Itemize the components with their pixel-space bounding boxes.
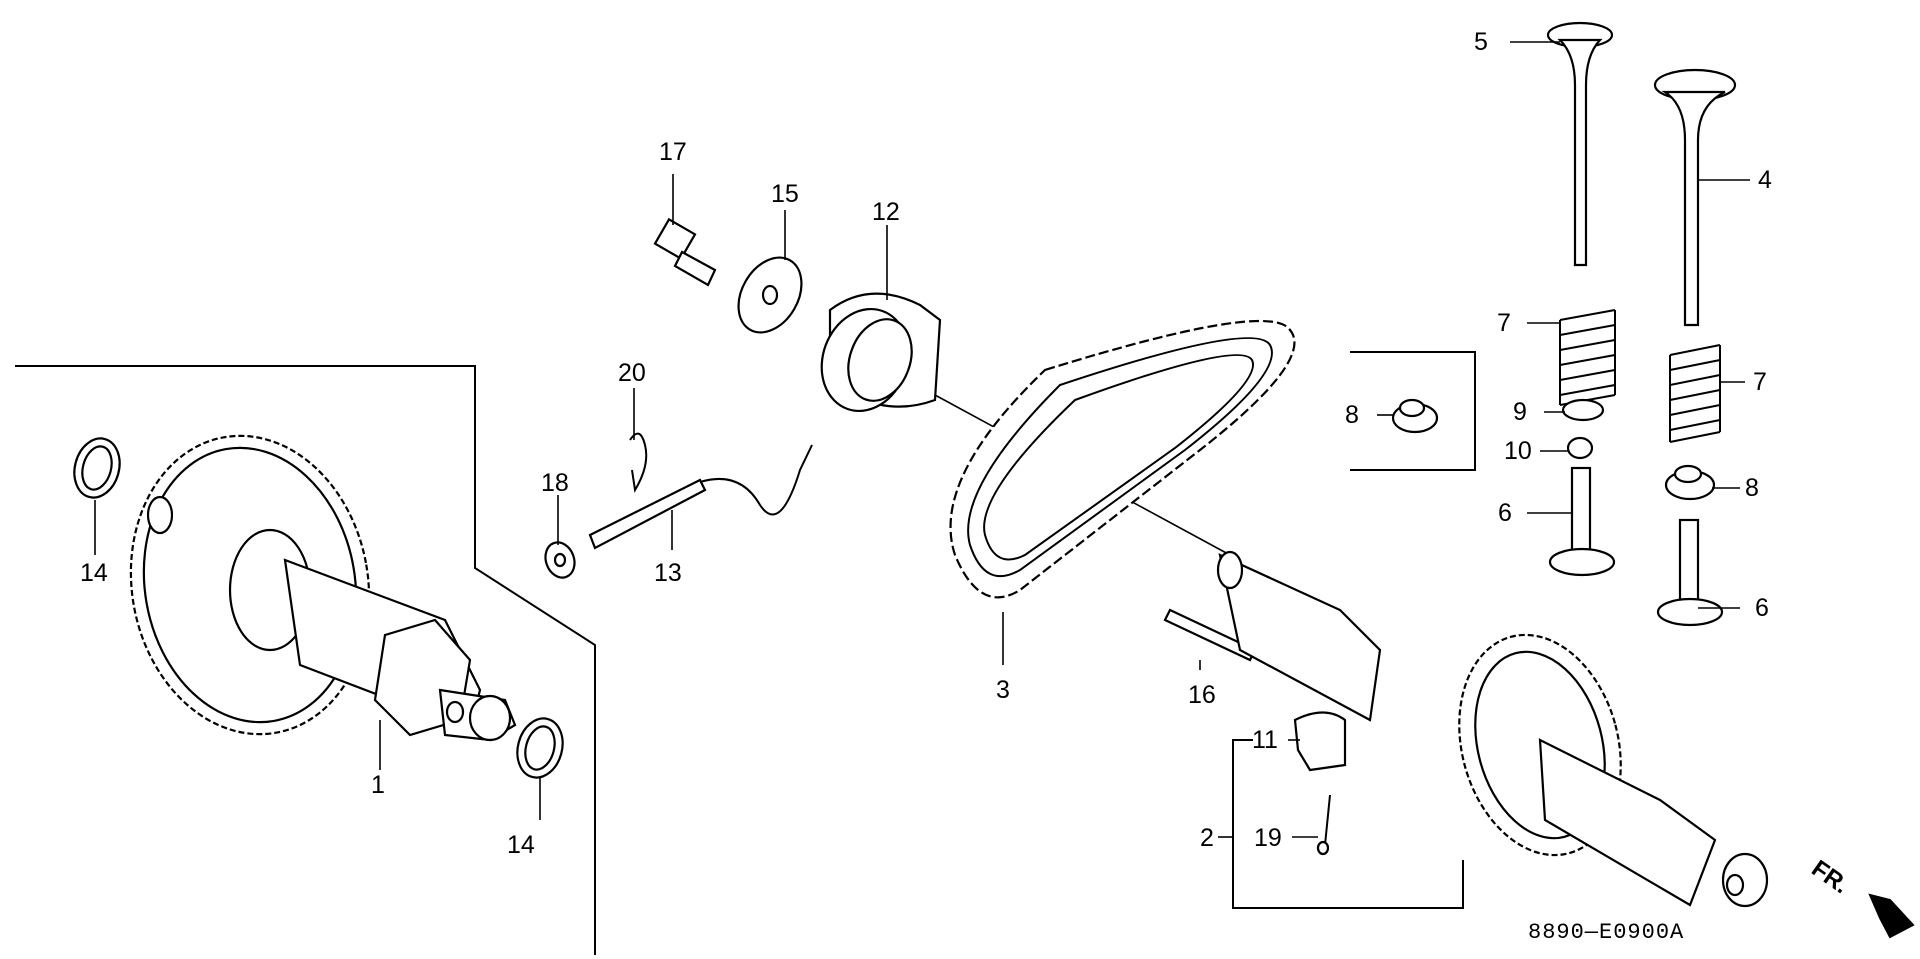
callout-6b: 6 [1755, 594, 1769, 622]
lever-part-13 [588, 444, 813, 550]
callout-1: 1 [371, 771, 385, 799]
callout-7a: 7 [1497, 309, 1511, 337]
callout-5: 5 [1474, 28, 1488, 56]
callout-17: 17 [659, 138, 687, 166]
callout-14a: 14 [80, 559, 108, 587]
callout-10: 10 [1504, 437, 1532, 465]
callout-20: 20 [618, 359, 646, 387]
bolt-part-17 [653, 217, 717, 287]
callout-7b: 7 [1753, 368, 1767, 396]
callout-3: 3 [996, 676, 1010, 704]
retainer-part-9 [1561, 398, 1605, 422]
callout-8b: 8 [1745, 474, 1759, 502]
spring-part-7a [1559, 309, 1616, 406]
tensioner-part-12 [820, 292, 942, 413]
callout-11: 11 [1252, 726, 1278, 754]
cotter-part-10 [1566, 436, 1594, 460]
callout-12: 12 [872, 198, 900, 226]
callout-16: 16 [1188, 681, 1216, 709]
front-arrow-icon [1868, 893, 1915, 939]
callout-19: 19 [1254, 824, 1282, 852]
callout-4: 4 [1758, 166, 1772, 194]
leader-lines [94, 41, 1750, 838]
seal-part-8a [1391, 398, 1439, 434]
washer-part-14b [516, 717, 564, 779]
valve-guide-part-6b [1656, 518, 1724, 627]
callout-6a: 6 [1498, 499, 1512, 527]
valve-part-4 [1653, 68, 1737, 327]
callout-13: 13 [654, 559, 682, 587]
washer-part-18 [544, 541, 576, 579]
callout-9: 9 [1513, 398, 1527, 426]
diagram-code: 8890—E0900A [1528, 920, 1685, 945]
camshaft-gear-part-1 [129, 434, 517, 742]
key-part-16 [1163, 608, 1257, 662]
valve-part-5 [1546, 21, 1614, 267]
pin-part-19 [1316, 794, 1331, 856]
valve-guide-part-6a [1548, 466, 1616, 577]
callout-14b: 14 [507, 831, 535, 859]
timing-chain-part-3 [949, 319, 1296, 599]
spring-part-7b [1669, 344, 1721, 443]
washer-part-14a [73, 437, 121, 499]
callout-15: 15 [771, 180, 799, 208]
clip-part-20 [629, 432, 648, 493]
callout-2: 2 [1200, 824, 1214, 852]
callout-18: 18 [541, 469, 569, 497]
seal-part-8b [1664, 464, 1716, 501]
weight-part-11 [1293, 711, 1347, 772]
callout-8a: 8 [1345, 401, 1359, 429]
washer-part-15 [737, 256, 803, 334]
crankshaft-sprocket-part-2 [1216, 550, 1769, 908]
